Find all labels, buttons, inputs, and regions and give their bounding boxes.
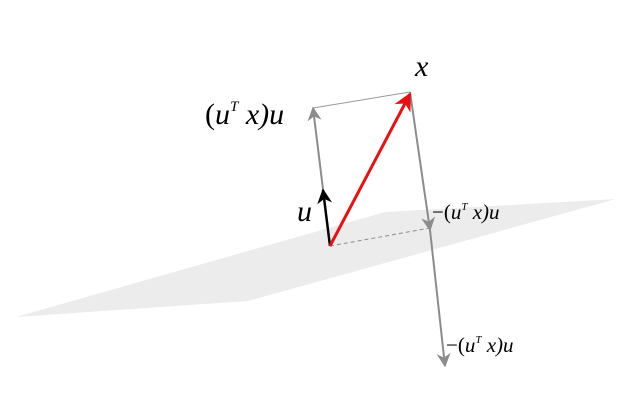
label-x: x bbox=[414, 50, 429, 83]
proj-bottom-arrow bbox=[429, 229, 451, 368]
hyperplane bbox=[16, 199, 616, 317]
label-proj-mid: −(uT x)u bbox=[432, 200, 500, 224]
x-vector bbox=[328, 92, 412, 247]
label-u: u bbox=[297, 195, 312, 228]
u-vector bbox=[317, 188, 333, 247]
parallelogram-top-edge bbox=[312, 91, 411, 109]
label-proj-top: (uT x)u bbox=[205, 98, 284, 131]
proj-mid-arrow bbox=[409, 91, 436, 232]
dashed-projection-line bbox=[329, 227, 431, 247]
label-proj-bottom: −(uT x)u bbox=[446, 333, 514, 357]
